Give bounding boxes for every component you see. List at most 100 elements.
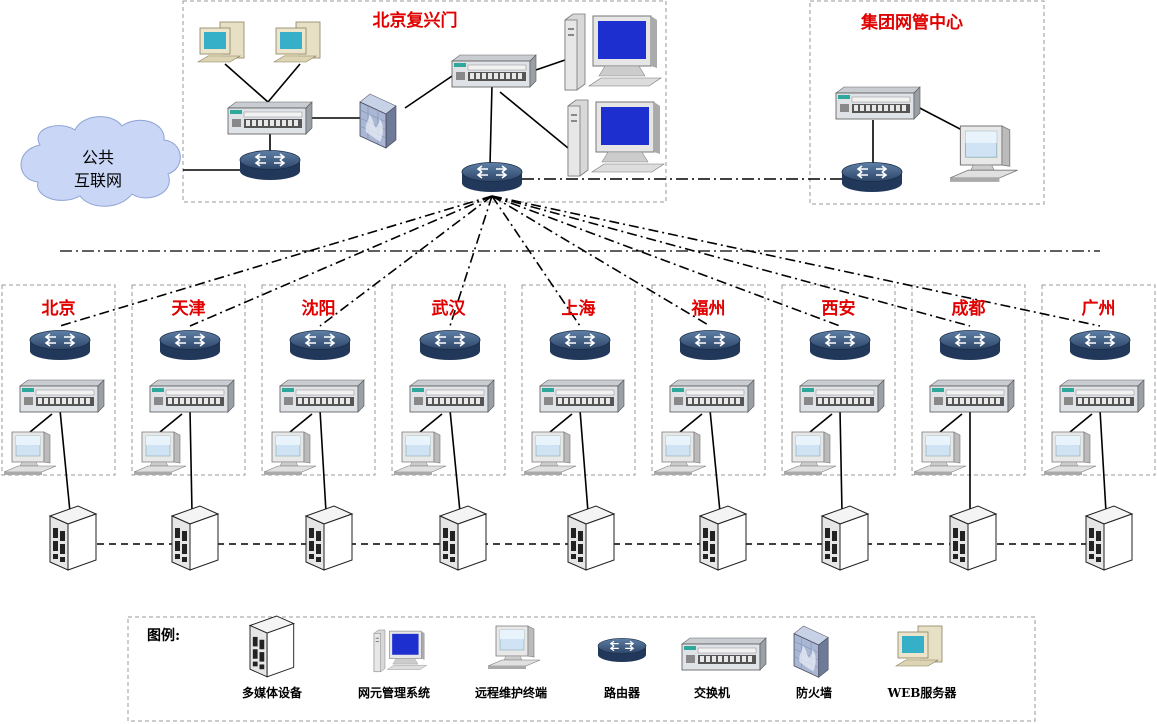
branch-server-link xyxy=(189,409,193,513)
wan-link-4 xyxy=(491,195,581,327)
branch-8: 广州 xyxy=(1043,298,1145,571)
branch-zone-box xyxy=(521,284,636,476)
hq-switch-left xyxy=(227,101,313,135)
branch-title: 成都 xyxy=(952,298,986,319)
multimedia-server-icon xyxy=(249,615,295,678)
wan-link-6 xyxy=(491,195,841,327)
branch-title: 武汉 xyxy=(432,298,467,319)
nms-center-title: 集团网管中心 xyxy=(860,12,963,33)
branch-6: 西安 xyxy=(783,298,885,571)
branch-terminal xyxy=(263,431,317,476)
branch-server-link xyxy=(839,409,843,513)
public-internet-cloud: 公共 互联网 xyxy=(20,116,181,207)
nms-zone-box xyxy=(809,0,1045,205)
branch-multimedia-server xyxy=(949,505,997,571)
branch-terminal xyxy=(783,431,837,476)
branch-server-link xyxy=(1099,409,1107,513)
branch-router xyxy=(809,329,871,361)
branch-7: 成都 xyxy=(913,298,1015,571)
branch-switch xyxy=(929,379,1015,413)
branch-switch xyxy=(669,379,755,413)
branch-switch xyxy=(539,379,625,413)
branch-router xyxy=(159,329,221,361)
branch-5: 福州 xyxy=(653,298,755,571)
legend-label: 远程维护终端 xyxy=(475,685,547,700)
branch-4: 上海 xyxy=(523,298,625,571)
branch-switch xyxy=(19,379,105,413)
branch-server-link xyxy=(579,409,589,513)
legend-label: 交换机 xyxy=(694,685,730,700)
branch-multimedia-server xyxy=(171,505,219,571)
nms-center-router xyxy=(841,161,903,193)
terminal-icon xyxy=(487,625,541,670)
cloud-label-line1: 公共 xyxy=(82,148,114,167)
branch-server-link xyxy=(709,409,721,513)
branch-router xyxy=(939,329,1001,361)
branch-title: 西安 xyxy=(822,298,856,319)
branch-router xyxy=(29,329,91,361)
branch-zone-box xyxy=(131,284,246,476)
wan-link-2 xyxy=(319,195,493,327)
branch-terminal-link xyxy=(679,413,703,433)
branch-title: 沈阳 xyxy=(302,298,336,319)
branch-terminal xyxy=(393,431,447,476)
legend-title: 图例: xyxy=(147,627,180,644)
branch-title: 广州 xyxy=(1082,298,1116,319)
wan-link-3 xyxy=(449,195,493,327)
branch-multimedia-server xyxy=(699,505,747,571)
branch-zone-box xyxy=(781,284,896,476)
legend-label: 路由器 xyxy=(604,685,641,700)
branch-title: 上海 xyxy=(562,298,596,319)
hq-web-server-2 xyxy=(273,21,321,63)
branch-terminal xyxy=(1043,431,1097,476)
wan-link-5 xyxy=(491,195,711,327)
branch-switch xyxy=(149,379,235,413)
branch-2: 沈阳 xyxy=(263,298,365,571)
hq-title: 北京复兴门 xyxy=(373,10,458,31)
branch-server-link xyxy=(59,409,71,513)
legend-label: 网元管理系统 xyxy=(358,685,430,700)
branch-terminal-link xyxy=(289,413,313,433)
branch-terminal xyxy=(913,431,967,476)
branch-title: 福州 xyxy=(691,298,726,319)
branch-server-link xyxy=(449,409,461,513)
switch-icon xyxy=(681,637,767,671)
branch-zone-box xyxy=(651,284,766,476)
branch-title: 天津 xyxy=(172,298,206,319)
cloud-label-line2: 互联网 xyxy=(74,171,122,190)
branch-terminal-link xyxy=(939,413,963,433)
branch-zone-box xyxy=(261,284,376,476)
hq-router-wan xyxy=(461,161,523,193)
nms-computer-icon xyxy=(373,629,428,673)
branch-router xyxy=(419,329,481,361)
wan-link-8 xyxy=(491,195,1101,327)
branch-router xyxy=(679,329,741,361)
legend-box xyxy=(127,616,1036,722)
branch-switch xyxy=(1059,379,1145,413)
branch-zone-box xyxy=(391,284,506,476)
branch-multimedia-server xyxy=(49,505,97,571)
branch-terminal-link xyxy=(29,413,53,433)
branch-switch xyxy=(279,379,365,413)
hq-web-server-1 xyxy=(197,21,245,63)
nms-center-terminal xyxy=(949,125,1019,183)
hq-router-internet xyxy=(239,149,301,181)
hq-zone-box xyxy=(182,0,667,203)
branch-router xyxy=(1069,329,1131,361)
router-icon xyxy=(597,637,647,663)
hq-nms-1 xyxy=(564,13,662,91)
wan-link-7 xyxy=(491,195,971,327)
wan-link-1 xyxy=(189,195,493,327)
branch-title: 北京 xyxy=(42,298,76,319)
branch-1: 天津 xyxy=(133,298,235,571)
branch-multimedia-server xyxy=(1085,505,1133,571)
legend-label: 防火墙 xyxy=(796,685,832,700)
branch-multimedia-server xyxy=(821,505,869,571)
branch-terminal-link xyxy=(419,413,443,433)
hq-nms-2 xyxy=(567,99,665,177)
branch-switch xyxy=(409,379,495,413)
branch-terminal-link xyxy=(159,413,183,433)
branch-3: 武汉 xyxy=(393,298,495,571)
legend-label: WEB服务器 xyxy=(887,685,958,700)
